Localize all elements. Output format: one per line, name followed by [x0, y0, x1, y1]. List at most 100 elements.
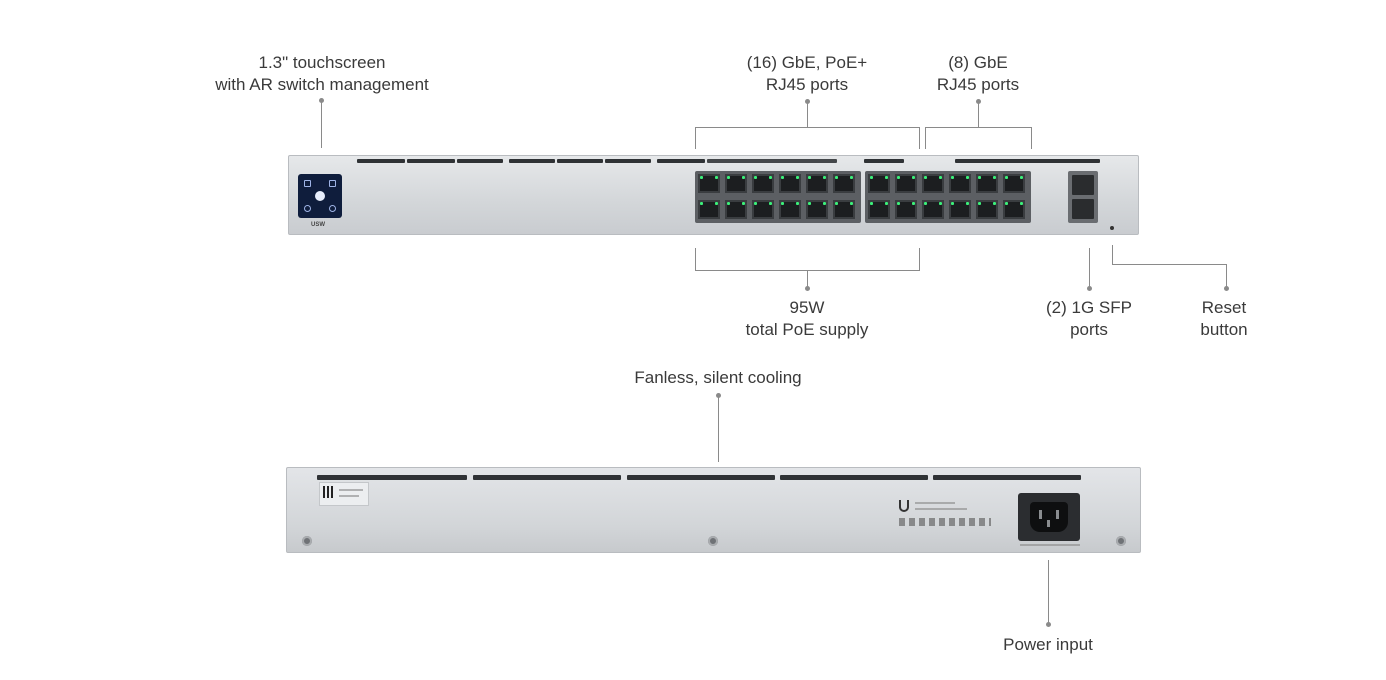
rj45-port[interactable] [698, 174, 720, 193]
poe-port-block [695, 171, 861, 223]
rear-vent [933, 475, 1081, 480]
screen-corner-icon [329, 180, 336, 187]
power-leader [1048, 560, 1049, 624]
rear-screw [708, 536, 718, 546]
qr-code-icon [323, 486, 335, 498]
sfp-leader [1089, 248, 1090, 288]
gbe-ports-callout: (8) GbE RJ45 ports [908, 52, 1048, 96]
sfp-port[interactable] [1072, 175, 1094, 195]
power-leader-dot [1046, 622, 1051, 627]
gbe-ports-callout-line1: (8) GbE [948, 53, 1008, 72]
rear-vent [627, 475, 775, 480]
front-vent [457, 159, 503, 163]
poe-supply-bracket-stem [807, 270, 808, 288]
rear-screw [1116, 536, 1126, 546]
certification-marks-icon [899, 518, 991, 526]
rj45-port[interactable] [725, 174, 747, 193]
poe-ports-callout: (16) GbE, PoE+ RJ45 ports [707, 52, 907, 96]
screen-corner-icon [304, 205, 311, 212]
rear-vent [780, 475, 928, 480]
cooling-callout: Fanless, silent cooling [634, 368, 802, 387]
switch-front-panel: USW [288, 155, 1139, 235]
sfp-ports-callout-line1: (2) 1G SFP [1046, 298, 1132, 317]
rj45-port[interactable] [895, 200, 917, 219]
front-vent [509, 159, 555, 163]
reset-callout-line2: button [1200, 320, 1248, 339]
rj45-port[interactable] [868, 200, 890, 219]
front-vent [605, 159, 651, 163]
rj45-port[interactable] [949, 174, 971, 193]
gbe-ports-bracket-right [1031, 127, 1032, 149]
power-rating-text [1020, 544, 1080, 546]
rj45-port[interactable] [976, 174, 998, 193]
front-vent [407, 159, 455, 163]
reset-callout-line1: Reset [1201, 298, 1247, 317]
rj45-port[interactable] [779, 174, 801, 193]
reset-leader-vertical [1112, 245, 1113, 265]
mixed-port-block [865, 171, 1031, 223]
poe-supply-bracket-dot [805, 286, 810, 291]
sfp-leader-dot [1087, 286, 1092, 291]
reset-callout: Reset button [1174, 297, 1274, 341]
cooling-leader [718, 396, 719, 462]
rj45-port[interactable] [725, 200, 747, 219]
poe-supply-bracket-left [695, 248, 696, 270]
touchscreen-leader [321, 100, 322, 148]
rj45-port[interactable] [868, 174, 890, 193]
reset-button[interactable] [1110, 226, 1114, 230]
power-socket-recess [1030, 502, 1068, 532]
rj45-port[interactable] [806, 174, 828, 193]
rj45-port[interactable] [752, 174, 774, 193]
ubiquiti-logo-icon [899, 500, 909, 512]
front-vent [357, 159, 405, 163]
power-input-socket[interactable] [1018, 493, 1080, 541]
front-vent [557, 159, 603, 163]
rj45-port[interactable] [752, 200, 774, 219]
touchscreen-callout-line1: 1.3" touchscreen [258, 53, 386, 72]
gbe-ports-bracket-top [925, 127, 1032, 128]
front-vent [955, 159, 1100, 163]
rj45-port[interactable] [976, 200, 998, 219]
rj45-port[interactable] [698, 200, 720, 219]
power-callout: Power input [1003, 635, 1093, 654]
rj45-port[interactable] [922, 174, 944, 193]
rj45-port[interactable] [806, 200, 828, 219]
rj45-port[interactable] [779, 200, 801, 219]
rj45-port[interactable] [833, 200, 855, 219]
rj45-port[interactable] [895, 174, 917, 193]
sfp-cage [1068, 171, 1098, 223]
rj45-port[interactable] [922, 200, 944, 219]
touchscreen-callout: 1.3" touchscreen with AR switch manageme… [192, 52, 452, 96]
screen-center-button-icon [315, 191, 325, 201]
front-vent [707, 159, 837, 163]
poe-ports-bracket-top [695, 127, 920, 128]
front-vent [657, 159, 705, 163]
sfp-ports-callout: (2) 1G SFP ports [1029, 297, 1149, 341]
poe-supply-bracket-right [919, 248, 920, 270]
model-badge: USW [311, 222, 325, 228]
poe-supply-callout-line1: 95W [789, 298, 825, 317]
sticker-text [339, 489, 363, 491]
sfp-ports-callout-line2: ports [1070, 320, 1108, 339]
poe-ports-bracket-stem [807, 101, 808, 128]
rj45-port[interactable] [1003, 174, 1025, 193]
sfp-port[interactable] [1072, 199, 1094, 219]
touchscreen-display[interactable] [298, 174, 342, 218]
power-pin [1056, 510, 1059, 519]
poe-supply-callout-line2: total PoE supply [745, 320, 869, 339]
screen-corner-icon [329, 205, 336, 212]
gbe-ports-bracket-left [925, 127, 926, 149]
rj45-port[interactable] [833, 174, 855, 193]
rj45-port[interactable] [1003, 200, 1025, 219]
regulatory-text [915, 508, 967, 510]
reset-leader-dot [1224, 286, 1229, 291]
rear-vent [317, 475, 467, 480]
rj45-port[interactable] [949, 200, 971, 219]
touchscreen-callout-line2: with AR switch management [215, 75, 429, 94]
cooling-leader-dot [716, 393, 721, 398]
reset-leader-horizontal [1112, 264, 1227, 265]
switch-rear-panel [286, 467, 1141, 553]
rear-screw [302, 536, 312, 546]
front-vent [864, 159, 904, 163]
reset-leader-drop [1226, 264, 1227, 288]
